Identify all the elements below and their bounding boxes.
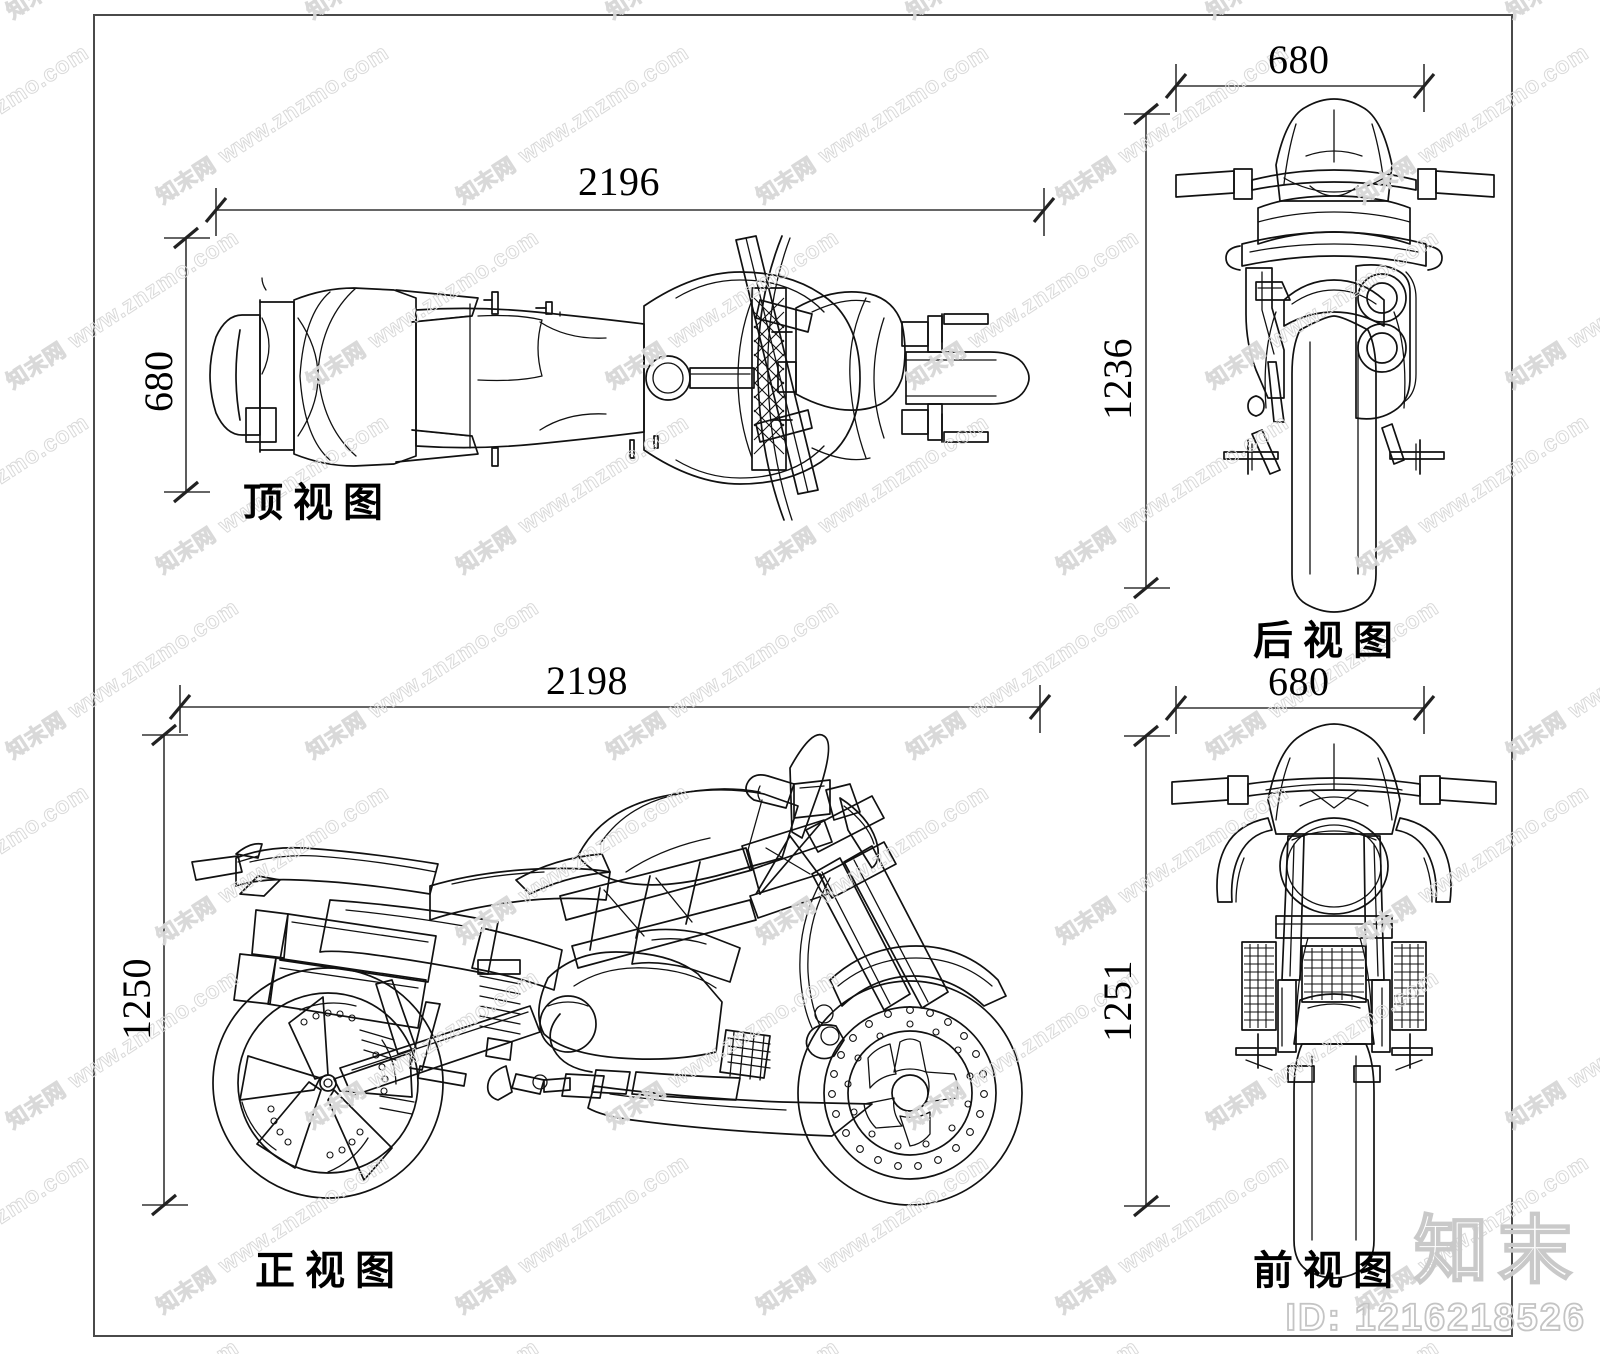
drawing-frame-border	[93, 14, 1513, 1337]
dim-top-width	[164, 228, 210, 502]
dim-rear-height	[1124, 104, 1170, 598]
rear-view-drawing	[1176, 99, 1494, 612]
view-label-rear: 后视图	[1253, 618, 1403, 664]
view-label-side: 正视图	[255, 1248, 405, 1294]
side-view-drawing	[192, 735, 1022, 1205]
dim-text-front-width: 680	[1268, 659, 1330, 704]
dim-front-width	[1166, 686, 1434, 734]
dim-text-rear-height: 1236	[1095, 338, 1140, 420]
front-view-drawing	[1172, 724, 1496, 1278]
view-label-top: 顶视图	[243, 480, 393, 526]
dim-text-side-length: 2198	[546, 658, 628, 703]
dim-top-length	[206, 188, 1054, 236]
dim-text-front-height: 1251	[1095, 960, 1140, 1042]
dim-text-rear-width: 680	[1268, 37, 1330, 82]
view-label-front: 前视图	[1253, 1248, 1403, 1294]
dim-text-top-width: 680	[136, 350, 181, 413]
dim-side-height	[142, 725, 188, 1215]
dim-text-top-length: 2196	[578, 159, 660, 204]
dim-side-length	[170, 685, 1050, 733]
dim-front-height	[1124, 726, 1170, 1216]
dim-text-side-height: 1250	[114, 958, 159, 1040]
dim-rear-width	[1166, 64, 1434, 112]
drawing-id-watermark: ID: 1216218526	[1285, 1296, 1586, 1340]
top-view-drawing	[210, 236, 1029, 520]
